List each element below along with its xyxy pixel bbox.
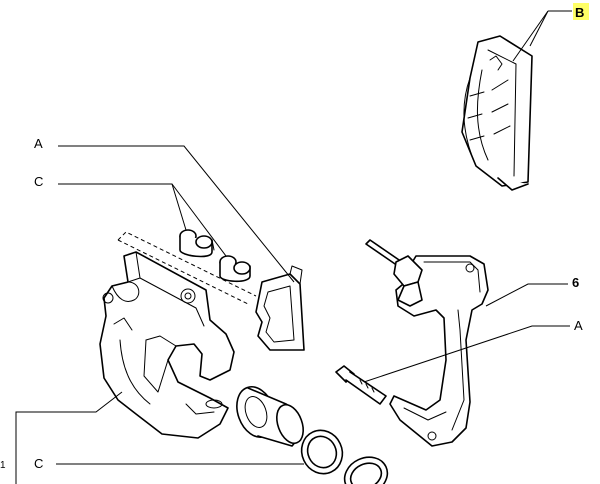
label-b-highlight <box>573 3 589 20</box>
label-6: 6 <box>572 275 579 290</box>
brake-pads <box>461 35 533 191</box>
seal-rings <box>300 429 389 484</box>
piston <box>236 386 304 447</box>
guide-bolt <box>335 365 387 405</box>
guide-bushes <box>117 229 257 305</box>
anti-rattle-spring <box>255 265 305 351</box>
bush-lower <box>219 255 251 283</box>
label-c-bushes: C <box>34 174 43 189</box>
label-b-group: B <box>512 3 589 62</box>
label-a-bolt: A <box>574 318 583 333</box>
label-a-spring: A <box>34 136 43 151</box>
edge-mark: 1 <box>0 460 6 471</box>
caliper-carrier-bracket <box>365 239 489 447</box>
label-c-seals: C <box>34 456 43 471</box>
label-b: B <box>575 5 584 20</box>
caliper-body <box>99 251 235 439</box>
bush-upper <box>179 229 215 258</box>
guide-pin <box>365 239 423 307</box>
